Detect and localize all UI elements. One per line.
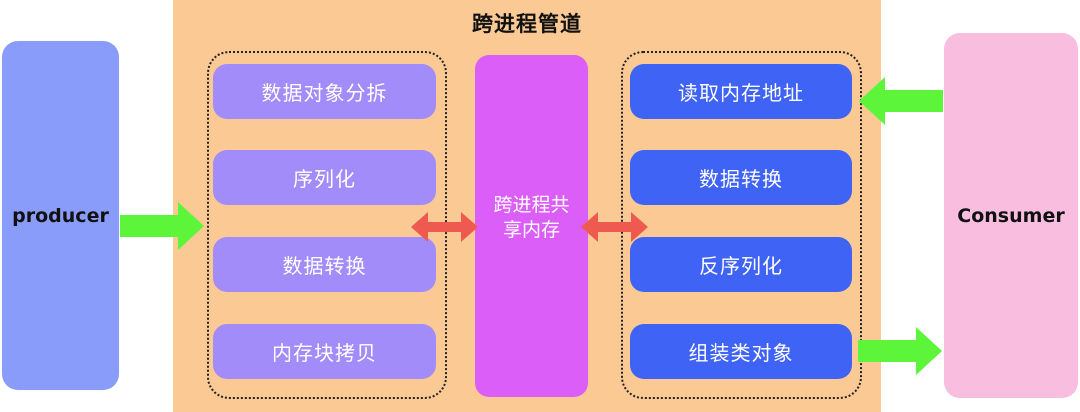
left-step-label: 数据对象分拆 — [261, 81, 388, 105]
left-step-label: 序列化 — [293, 167, 356, 191]
arrow-producer-to-pipe — [120, 202, 204, 250]
right-step-label: 读取内存地址 — [678, 81, 804, 105]
cross-process-pipe: 跨进程管道 数据对象分拆 序列化 数据转换 内存块拷贝 跨进程共 享内存 读取内… — [173, 0, 881, 412]
right-step-read-address: 读取内存地址 — [630, 64, 852, 119]
shared-memory-box — [475, 55, 588, 397]
left-step-split: 数据对象分拆 — [213, 64, 436, 119]
left-step-label: 数据转换 — [282, 254, 367, 278]
arrow-right-bidirectional — [581, 212, 648, 242]
left-step-convert: 数据转换 — [213, 237, 436, 292]
producer-box: producer — [2, 41, 119, 390]
shared-memory-label-line1: 跨进程共 — [493, 194, 570, 216]
right-step-deserialize: 反序列化 — [630, 237, 852, 292]
producer-label: producer — [12, 204, 109, 227]
arrow-consumer-to-read — [859, 77, 943, 125]
left-step-label: 内存块拷贝 — [272, 341, 377, 365]
shared-memory-label: 跨进程共 享内存 — [475, 193, 588, 243]
consumer-label: Consumer — [957, 204, 1065, 227]
arrow-assemble-to-consumer — [858, 327, 942, 375]
consumer-box: Consumer — [944, 33, 1078, 398]
left-step-memcopy: 内存块拷贝 — [213, 324, 436, 379]
right-step-label: 数据转换 — [699, 167, 783, 191]
right-step-label: 反序列化 — [699, 254, 783, 278]
pipe-title: 跨进程管道 — [472, 12, 582, 36]
left-step-serialize: 序列化 — [213, 150, 436, 205]
right-step-label: 组装类对象 — [688, 341, 794, 365]
right-step-assemble: 组装类对象 — [630, 324, 852, 379]
arrow-left-bidirectional — [411, 212, 478, 242]
shared-memory-label-line2: 享内存 — [502, 219, 560, 241]
right-step-convert: 数据转换 — [630, 150, 852, 205]
